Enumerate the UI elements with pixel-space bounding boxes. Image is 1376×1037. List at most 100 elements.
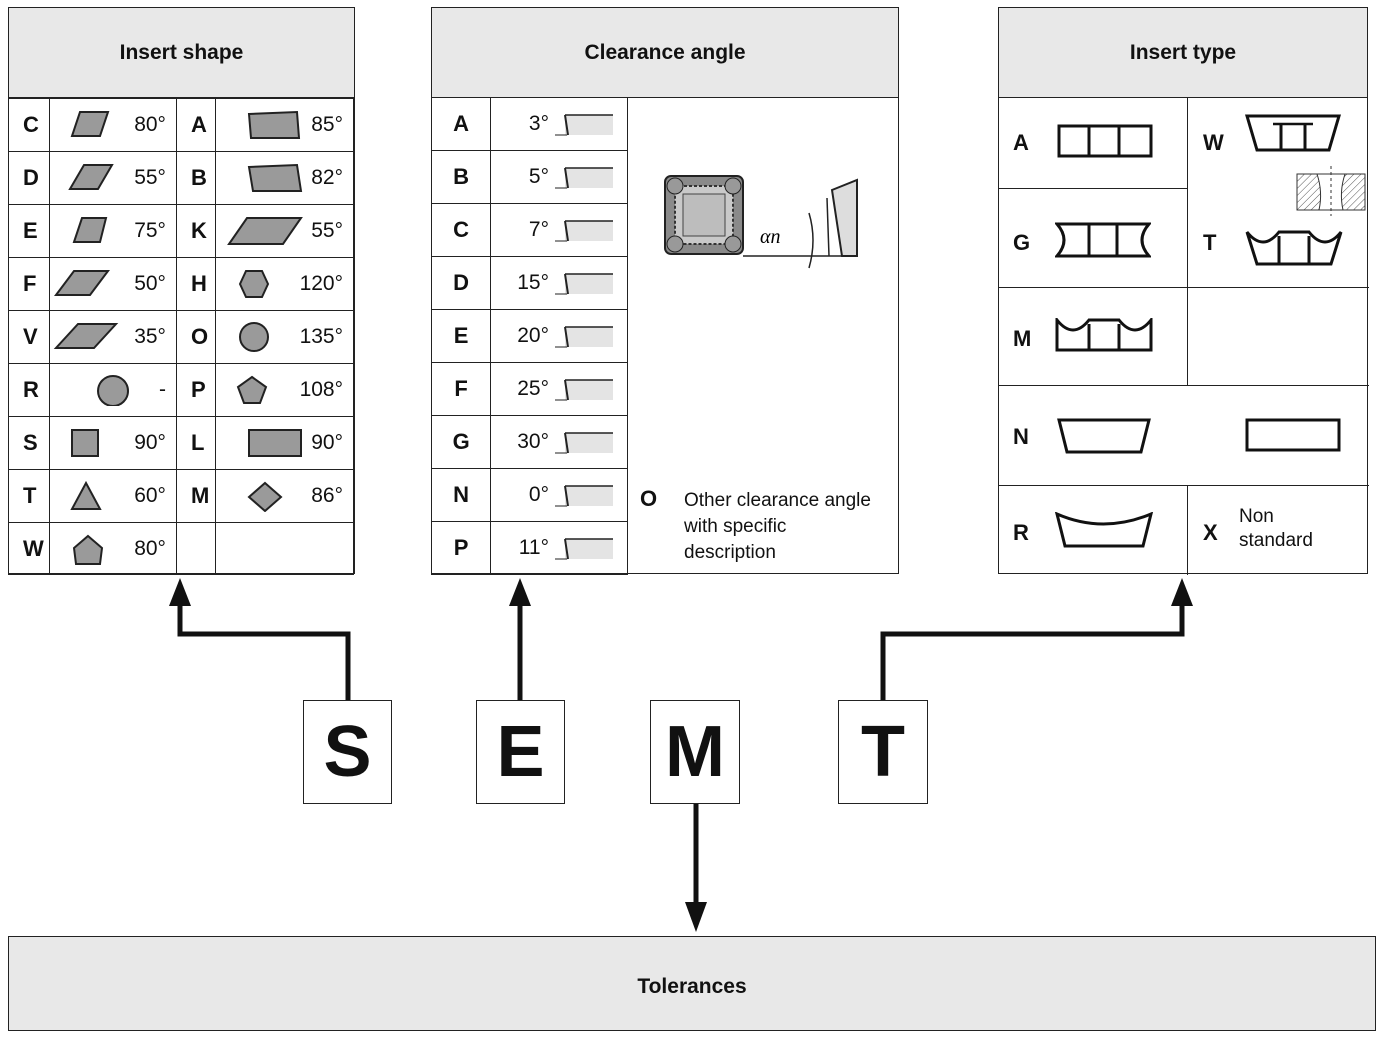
shape-code: L (175, 416, 216, 470)
alpha-n-label: αn (760, 226, 781, 248)
clearance-profile-icon (555, 485, 613, 507)
type-r-icon (1055, 512, 1153, 548)
type-a-icon (1057, 124, 1153, 158)
type-code-x: X (1203, 520, 1218, 545)
shape-angle-cell: 75° (49, 204, 177, 258)
code-letter-s: S (303, 700, 392, 804)
clearance-angle-cell: 7° (490, 203, 628, 257)
arrow-s-to-shape (177, 600, 351, 700)
clearance-angle: 5° (528, 165, 549, 188)
clearance-angle: 3° (528, 112, 549, 135)
type-n-alt-icon (1245, 418, 1341, 452)
shape-f-icon (54, 270, 111, 296)
insert-type-title: Insert type (999, 8, 1367, 98)
shape-angle-cell (214, 522, 355, 575)
type-n-icon (1057, 418, 1151, 454)
shape-e-icon (72, 217, 108, 243)
clearance-code: A (430, 97, 492, 151)
type-code-g: G (1013, 230, 1031, 255)
type-code-t: T (1203, 230, 1217, 255)
shape-angle-cell: 86° (214, 469, 355, 523)
clearance-code: G (430, 415, 492, 469)
type-code-n: N (1013, 424, 1029, 449)
shape-angle-cell: 120° (214, 257, 355, 311)
shape-angle-cell: 80° (49, 522, 177, 575)
arrowhead-icon (509, 578, 531, 606)
clearance-profile-icon (555, 114, 613, 136)
clearance-angle: 11° (518, 536, 549, 559)
insert-type-divider (999, 287, 1369, 288)
code-letter-m: M (650, 700, 740, 804)
shape-d-icon (68, 164, 114, 190)
shape-angle: 55° (134, 166, 166, 189)
shape-code: W (7, 522, 51, 575)
clearance-angle-cell: 0° (490, 468, 628, 522)
clearance-profile-icon (555, 167, 613, 189)
shape-angle: 35° (134, 325, 166, 348)
clearance-code: E (430, 309, 492, 363)
clearance-angle-cell: 15° (490, 256, 628, 310)
arrowhead-icon (169, 578, 191, 606)
type-x-text: Non standard (1239, 506, 1313, 551)
type-code-a: A (1013, 130, 1029, 155)
shape-angle-cell: 80° (49, 98, 177, 152)
shape-angle: 90° (311, 431, 343, 454)
code-letter-t: T (838, 700, 928, 804)
shape-s-icon (71, 429, 100, 457)
shape-angle: 75° (134, 219, 166, 242)
clearance-angle: 20° (517, 324, 549, 347)
clearance-code: D (430, 256, 492, 310)
insert-type-divider (999, 485, 1369, 486)
clearance-code: F (430, 362, 492, 416)
shape-angle: 86° (311, 484, 343, 507)
clearance-profile-icon (555, 326, 613, 348)
hole-section-icon (1296, 166, 1366, 216)
clearance-code: B (430, 150, 492, 204)
clearance-profile-icon (555, 273, 613, 295)
shape-h-icon (238, 270, 269, 298)
clearance-angle: 0° (528, 483, 549, 506)
shape-code: D (7, 151, 51, 205)
insert-type-divider (999, 188, 1187, 189)
shape-m-icon (247, 481, 283, 513)
shape-code: B (175, 151, 216, 205)
shape-angle: 85° (311, 113, 343, 136)
clearance-row: N 0° (430, 468, 628, 522)
clearance-code: N (430, 468, 492, 522)
shape-angle-cell: 50° (49, 257, 177, 311)
shape-angle: 108° (299, 378, 343, 401)
shape-angle-cell: 135° (214, 310, 355, 364)
shape-t-icon (70, 480, 102, 510)
shape-angle: - (158, 378, 166, 401)
code-letter-e: E (476, 700, 565, 804)
other-clearance-text: Other clearance angle with specific desc… (684, 490, 871, 563)
clearance-angle: 25° (517, 377, 549, 400)
shape-angle-cell: 55° (49, 151, 177, 205)
tolerances-title: Tolerances (637, 975, 747, 998)
insert-type-divider (999, 385, 1369, 386)
shape-c-icon (70, 111, 110, 137)
shape-w-icon (73, 534, 104, 565)
shape-code: M (175, 469, 216, 523)
shape-angle: 82° (311, 166, 343, 189)
arrowhead-icon (685, 902, 707, 932)
shape-code: E (7, 204, 51, 258)
shape-a-icon (248, 110, 301, 139)
clearance-angle-cell: 20° (490, 309, 628, 363)
arrow-t-to-type (880, 600, 1185, 700)
type-m-icon (1055, 318, 1153, 352)
shape-angle: 135° (299, 325, 343, 348)
tolerances-panel: Tolerances (8, 936, 1376, 1031)
type-code-m: M (1013, 326, 1032, 351)
clearance-code: P (430, 521, 492, 575)
